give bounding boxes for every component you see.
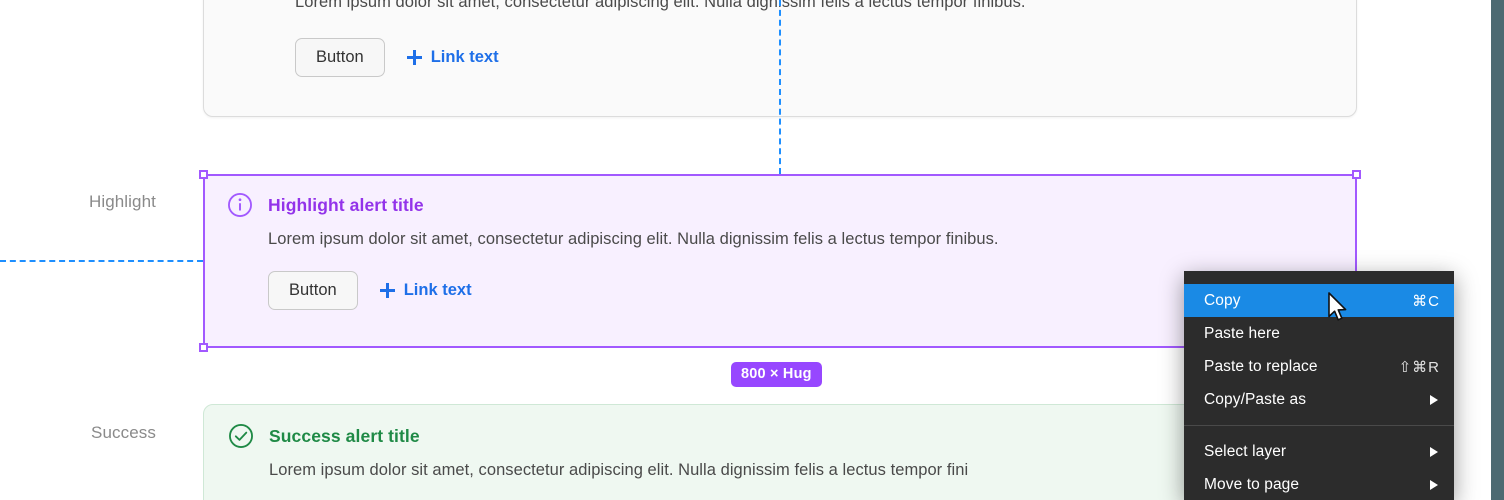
context-menu-item-copy[interactable]: Copy ⌘C [1184,284,1454,317]
plus-icon [406,49,422,65]
context-menu-item-label: Paste to replace [1204,357,1318,375]
submenu-arrow-icon [1430,479,1438,490]
alert-highlight-link-label: Link text [403,280,472,299]
alert-neutral-content: Lorem ipsum dolor sit amet, consectetur … [204,0,1356,99]
alert-success-title: Success alert title [269,425,420,446]
alert-success-header: Success alert title [228,423,1332,449]
alert-highlight-button[interactable]: Button [268,271,358,310]
alert-highlight-link[interactable]: Link text [379,280,472,300]
context-menu-item-label: Move to page [1204,475,1300,493]
context-menu-item-copy-paste-as[interactable]: Copy/Paste as [1184,383,1454,416]
context-menu-separator [1184,425,1454,426]
selection-size-badge: 800 × Hug [731,362,822,387]
context-menu-item-shortcut: ⌘C [1412,292,1440,310]
alert-card-highlight[interactable]: Highlight alert title Lorem ipsum dolor … [203,174,1357,348]
alert-neutral-link-label: Link text [430,47,499,66]
alert-neutral-link[interactable]: Link text [406,47,499,67]
alert-highlight-content: Highlight alert title Lorem ipsum dolor … [203,174,1357,332]
context-menu-item-paste-here[interactable]: Paste here [1184,317,1454,350]
smart-guide-horizontal [0,260,203,262]
alert-success-content: Success alert title Lorem ipsum dolor si… [204,405,1356,500]
alert-highlight-body: Lorem ipsum dolor sit amet, consectetur … [268,230,999,248]
context-menu-item-paste-to-replace[interactable]: Paste to replace ⇧⌘R [1184,350,1454,383]
alert-neutral-actions: Button Link text [295,38,1332,77]
submenu-arrow-icon [1430,446,1438,457]
canvas-right-strip [1491,0,1504,500]
alert-highlight-header: Highlight alert title [227,192,1333,218]
alert-success-body: Lorem ipsum dolor sit amet, consectetur … [269,461,969,479]
submenu-arrow-icon [1430,394,1438,405]
alert-neutral-body: Lorem ipsum dolor sit amet, consectetur … [295,0,1026,11]
context-menu-item-label: Paste here [1204,324,1280,342]
row-label-success: Success [91,423,156,442]
row-label-highlight: Highlight [88,192,156,211]
context-menu-item-shortcut: ⇧⌘R [1398,358,1440,376]
smart-guide-vertical [779,0,781,174]
alert-highlight-title: Highlight alert title [268,194,424,215]
alert-neutral-button[interactable]: Button [295,38,385,77]
context-menu-item-select-layer[interactable]: Select layer [1184,435,1454,468]
context-menu-item-label: Select layer [1204,442,1287,460]
context-menu-item-label: Copy/Paste as [1204,390,1307,408]
context-menu-item-move-to-page[interactable]: Move to page [1184,468,1454,500]
alert-highlight-actions: Button Link text [268,271,1333,310]
alert-card-success[interactable]: Success alert title Lorem ipsum dolor si… [203,404,1357,500]
check-circle-icon [229,424,253,448]
context-menu-item-label: Copy [1204,291,1241,309]
plus-icon [379,282,395,298]
info-circle-icon [228,193,252,217]
